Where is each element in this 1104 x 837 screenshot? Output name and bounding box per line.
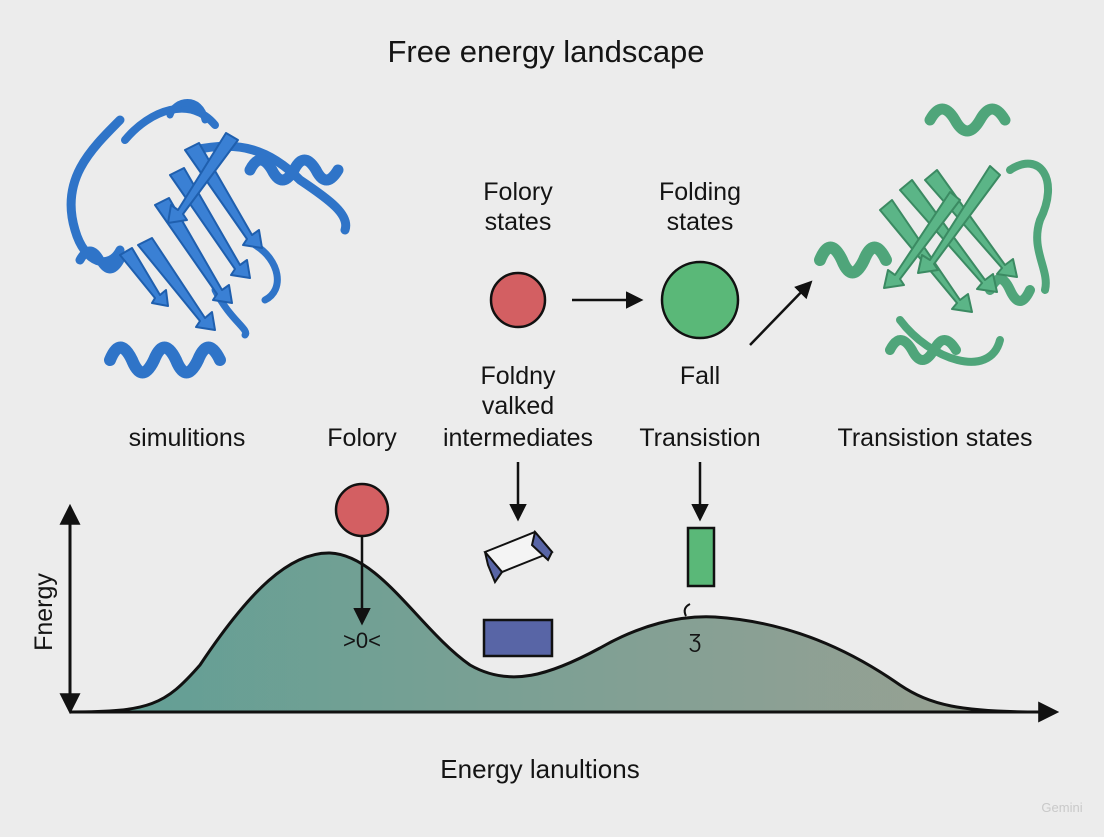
transistion-label: Transistion [639,424,760,452]
x-axis-label: Energy lanultions [440,754,639,784]
intermediates-label: intermediates [443,424,593,452]
svg-text:Folding: Folding [659,178,741,206]
folory-label: Folory [327,424,397,452]
green-protein-illustration [814,103,1053,366]
energy-landscape-curve [69,551,1041,714]
landscape-red-state-circle [334,482,390,538]
diagram-title: Free energy landscape [387,34,704,69]
y-axis-label: Fnergy [30,573,58,651]
folory-states-label: Folory states [483,178,553,236]
simulitions-label: simulitions [129,424,246,452]
peak-marker-text: >0< [343,628,381,653]
fall-label: Fall [680,362,720,390]
folding-states-label: Folding states [659,178,741,236]
watermark-text: Gemini [1041,800,1082,815]
unfolded-state-circle [489,271,547,329]
foldny-valked-label: Foldny valked [480,362,556,420]
intermediate-structure-icon [483,529,554,585]
svg-text:Folory: Folory [483,178,553,206]
svg-text:valked: valked [482,392,554,420]
intermediate-block [482,618,554,658]
transition-marker-text: Ʒ [689,631,701,653]
svg-text:states: states [667,208,734,236]
svg-text:Foldny: Foldny [480,362,556,390]
blue-protein-illustration [66,99,351,379]
to-green-protein-arrow [749,280,813,346]
transition-state-block [686,526,716,588]
svg-text:states: states [485,208,552,236]
folded-state-circle [660,260,740,340]
transition-tick [683,603,691,617]
transistion-states-label: Transistion states [838,424,1033,452]
